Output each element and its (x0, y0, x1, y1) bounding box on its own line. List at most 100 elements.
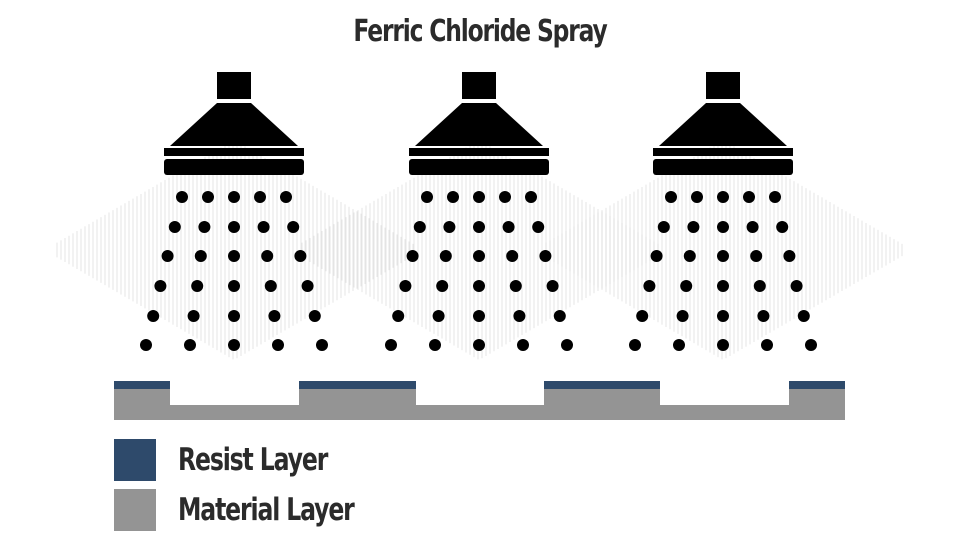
droplet (194, 250, 207, 262)
resist-segment (544, 381, 660, 389)
droplet (443, 221, 456, 233)
droplet (650, 250, 663, 262)
droplet (676, 310, 689, 322)
droplet (140, 339, 152, 351)
droplet (147, 310, 160, 322)
droplet (553, 310, 566, 322)
droplet (294, 250, 307, 262)
nozzle-stem (217, 72, 251, 99)
droplet (187, 310, 200, 322)
droplet (753, 280, 766, 292)
nozzle-stem (462, 72, 496, 99)
droplet (154, 280, 167, 292)
droplet (280, 191, 292, 203)
resist-segment (299, 381, 416, 389)
droplet (413, 221, 426, 233)
droplet (161, 250, 174, 262)
nozzle-rim (653, 148, 793, 156)
droplets-right (629, 191, 817, 351)
droplet (432, 310, 445, 322)
droplet (790, 280, 803, 292)
droplet (316, 339, 328, 351)
droplet (761, 339, 773, 351)
droplet (272, 339, 284, 351)
droplet (717, 280, 729, 292)
spray-haze-right (545, 140, 903, 360)
droplet (680, 280, 693, 292)
droplet (254, 191, 266, 203)
droplet (643, 280, 656, 292)
droplet (673, 339, 685, 351)
resist-segment (114, 381, 170, 389)
droplet (176, 191, 188, 203)
droplet (228, 250, 240, 262)
droplet (776, 221, 789, 233)
droplet (750, 250, 763, 262)
droplet (385, 339, 397, 351)
droplet (506, 250, 519, 262)
droplet (717, 339, 729, 351)
droplet (687, 221, 700, 233)
resist-segment (789, 381, 845, 389)
droplet (264, 280, 277, 292)
nozzle-rim (409, 148, 549, 156)
droplet (517, 339, 529, 351)
legend-label-resist: Resist Layer (178, 442, 328, 478)
nozzle-cone (170, 103, 298, 146)
nozzle-face (409, 159, 549, 175)
droplet (406, 250, 419, 262)
droplet (228, 339, 240, 351)
droplet (168, 221, 181, 233)
droplet (228, 310, 240, 322)
droplet (717, 250, 729, 262)
droplet (392, 310, 405, 322)
droplet (447, 191, 459, 203)
droplet (657, 221, 670, 233)
droplets-middle (385, 191, 573, 351)
droplet (228, 280, 240, 292)
droplet (399, 280, 412, 292)
etched-recess (660, 381, 789, 405)
droplet (473, 310, 485, 322)
droplet (561, 339, 573, 351)
droplet (629, 339, 641, 351)
etched-recess (170, 381, 299, 405)
droplet (287, 221, 300, 233)
droplet (473, 339, 485, 351)
droplet (184, 339, 196, 351)
droplet (546, 280, 559, 292)
shower-head-icon (409, 72, 549, 175)
droplet (473, 250, 485, 262)
droplet (783, 250, 796, 262)
etched-recess (416, 381, 544, 405)
droplet (228, 221, 240, 233)
shower-head-icon (164, 72, 304, 175)
nozzle-stem (706, 72, 740, 99)
droplet (513, 310, 526, 322)
droplet (499, 191, 511, 203)
droplet (308, 310, 321, 322)
droplet (797, 310, 810, 322)
droplet (473, 280, 485, 292)
droplets-left (140, 191, 328, 351)
droplet (757, 310, 770, 322)
droplet (683, 250, 696, 262)
droplet (429, 339, 441, 351)
droplet (691, 191, 703, 203)
droplet (473, 221, 485, 233)
droplet (743, 191, 755, 203)
droplet (202, 191, 214, 203)
droplet (268, 310, 281, 322)
nozzle-face (164, 159, 304, 175)
droplet (805, 339, 817, 351)
legend-label-material: Material Layer (178, 492, 355, 528)
nozzle-cone (659, 103, 787, 146)
droplet (525, 191, 537, 203)
nozzle-face (653, 159, 793, 175)
material-swatch (114, 489, 156, 531)
droplet (439, 250, 452, 262)
shower-head-icon (653, 72, 793, 175)
nozzle-rim (164, 148, 304, 156)
